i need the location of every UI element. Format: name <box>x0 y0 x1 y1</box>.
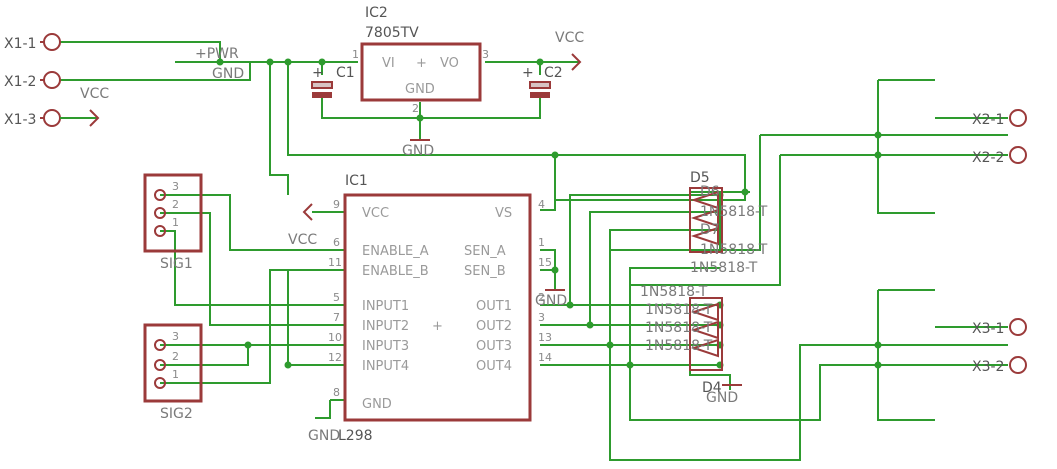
sig1-pin2: 2 <box>172 198 179 211</box>
ic2-pin1: 1 <box>352 48 359 61</box>
diode-array-bottom: 1N5818-T 1N5818-T 1N5818-T 1N5818-T D4 G… <box>640 284 742 406</box>
x3-1-label: X3-1 <box>972 321 1004 337</box>
header-sig2: 3 2 1 SIG2 <box>143 323 203 422</box>
ic1-pin-input4: INPUT4 <box>362 359 409 374</box>
ic2-pin-plus: + <box>416 56 427 71</box>
ic1-pin2-num: 2 <box>538 291 545 304</box>
ic1-pin-sen-a: SEN_A <box>464 244 506 259</box>
c2-plus: + <box>522 65 534 81</box>
gnd-label-ic2: GND <box>402 143 434 159</box>
vcc-label-ic1: VCC <box>288 232 317 248</box>
pwr-label: +PWR <box>195 46 239 62</box>
ic2-pin2: 2 <box>412 102 419 115</box>
ic1-pin9-num: 9 <box>333 198 340 211</box>
d7-label: D7 <box>700 222 720 238</box>
x3-2-label: X3-2 <box>972 359 1004 375</box>
ic1-pin-out2: OUT2 <box>476 319 512 334</box>
x1-1-label: X1-1 <box>4 36 36 52</box>
ic1-pin6-num: 6 <box>333 236 340 249</box>
ic1-pin-out4: OUT4 <box>476 359 512 374</box>
ic1-pin-enable-b: ENABLE_B <box>362 264 429 279</box>
ic1-pin11-num: 11 <box>328 256 342 269</box>
c1-plus: + <box>312 65 324 81</box>
ic2-pin-gnd: GND <box>405 82 435 97</box>
ic1-value: L298 <box>338 428 373 444</box>
ic1-pin7-num: 7 <box>333 311 340 324</box>
d5-label: D5 <box>690 170 710 186</box>
x2-2-label: X2-2 <box>972 150 1004 166</box>
ic1-driver: IC1 L298 + VCC ENABLE_A ENABLE_B INPUT1 … <box>288 173 567 444</box>
ic1-pin-input3: INPUT3 <box>362 339 409 354</box>
ic1-pin-input1: INPUT1 <box>362 299 409 314</box>
vcc-label-x1: VCC <box>80 86 109 102</box>
ic2-pin3: 3 <box>482 48 489 61</box>
vcc-label-top: VCC <box>555 30 584 46</box>
ic1-pin10-num: 10 <box>328 331 342 344</box>
sig2-label: SIG2 <box>160 406 193 422</box>
x1-3-label: X1-3 <box>4 112 36 128</box>
ic1-pin14-num: 14 <box>538 351 552 364</box>
ic2-regulator: IC2 7805TV VI + VO GND 1 3 2 GND VCC <box>352 5 584 159</box>
x2-1-label: X2-1 <box>972 112 1004 128</box>
ic1-pin4-num: 4 <box>538 198 545 211</box>
ic1-pin-out1: OUT1 <box>476 299 512 314</box>
diode-label-top-6: 1N5818-T <box>690 260 758 276</box>
ic2-pin-vi: VI <box>382 56 395 71</box>
capacitor-c2: C2 + <box>522 65 563 98</box>
ic1-plus: + <box>432 319 443 334</box>
ic1-pin-out3: OUT3 <box>476 339 512 354</box>
ic1-pin5-num: 5 <box>333 291 340 304</box>
gnd-label-diodes: GND <box>706 390 738 406</box>
junction-dots <box>216 58 882 369</box>
d6-label: D6 <box>700 184 720 200</box>
sig1-label: SIG1 <box>160 256 193 272</box>
ic1-pin-input2: INPUT2 <box>362 319 409 334</box>
ic1-pin1-num: 1 <box>538 236 545 249</box>
gnd-label-sen: GND <box>535 293 567 309</box>
ic1-pin-enable-a: ENABLE_A <box>362 244 429 259</box>
x1-2-label: X1-2 <box>4 74 36 90</box>
header-sig1: 3 2 1 SIG1 <box>143 173 203 272</box>
sig2-pin2: 2 <box>172 350 179 363</box>
ic1-pin-gnd: GND <box>362 397 392 412</box>
connector-x2: X2-1 X2-2 <box>935 109 1027 166</box>
pwr-gnd-labels: +PWR GND <box>195 46 244 82</box>
ic2-value: 7805TV <box>365 25 419 41</box>
connector-x3: X3-1 X3-2 <box>935 318 1027 375</box>
diode-array-top: D5 D6 1N5818-T D7 1N5818-T 1N5818-T <box>689 170 768 276</box>
ic1-pin15-num: 15 <box>538 256 552 269</box>
sig2-pin1: 1 <box>172 368 179 381</box>
connector-x1: X1-1 X1-2 X1-3 VCC <box>4 33 109 128</box>
diode-label-bottom-3: 1N5818-T <box>645 338 713 354</box>
ic2-name: IC2 <box>365 5 388 21</box>
sig2-pin3: 3 <box>172 330 179 343</box>
sig1-pin1: 1 <box>172 216 179 229</box>
ic2-pin-vo: VO <box>440 56 459 71</box>
diode-label-bottom-0: 1N5818-T <box>640 284 708 300</box>
ic1-pin8-num: 8 <box>333 386 340 399</box>
wires <box>60 41 1008 461</box>
diode-label-bottom-2: 1N5818-T <box>645 320 713 336</box>
diode-label-top-1: 1N5818-T <box>700 204 768 220</box>
ic1-pin12-num: 12 <box>328 351 342 364</box>
ic1-pin-vcc: VCC <box>362 206 389 221</box>
ic1-pin3-num: 3 <box>538 311 545 324</box>
d4-label: D4 <box>702 380 722 396</box>
diode-label-bottom-1: 1N5818-T <box>645 302 713 318</box>
gnd-label-top: GND <box>212 66 244 82</box>
ic1-pin13-num: 13 <box>538 331 552 344</box>
gnd-label-ic1: GND <box>308 428 340 444</box>
c1-label: C1 <box>336 65 355 81</box>
diode-label-top-3: 1N5818-T <box>700 242 768 258</box>
capacitor-c1: C1 + <box>311 65 355 98</box>
ic1-pin-sen-b: SEN_B <box>464 264 506 279</box>
ic1-name: IC1 <box>345 173 368 189</box>
c2-label: C2 <box>544 65 563 81</box>
sig1-pin3: 3 <box>172 180 179 193</box>
ic1-pin-vs: VS <box>495 206 512 221</box>
